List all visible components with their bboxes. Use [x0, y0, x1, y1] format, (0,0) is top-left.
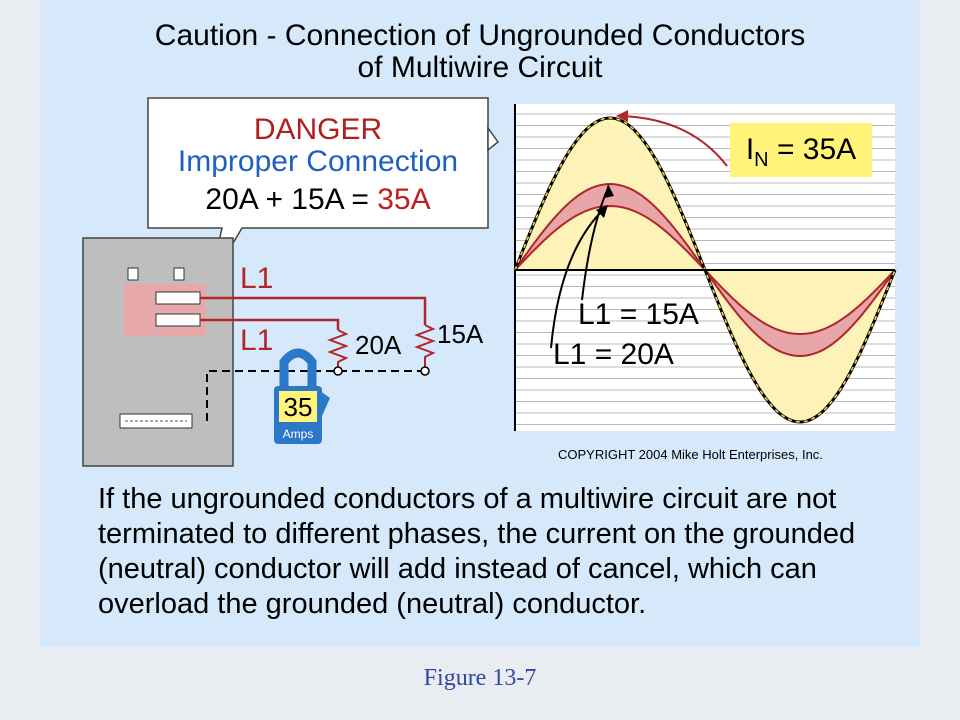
clamp-display [279, 391, 317, 422]
l1-top-wire [200, 296, 427, 325]
panelboard-enclosure [82, 237, 234, 467]
load-15a-resistor [414, 324, 436, 370]
l1-15-arrow-head [604, 184, 614, 198]
wave-label-l1-20a: L1 = 20A [553, 338, 674, 371]
callout-pointer [487, 125, 500, 152]
neutral-symbol: I [745, 133, 755, 166]
load-20a-resistor [327, 329, 349, 370]
figure-caption: Figure 13-7 [423, 665, 537, 691]
load-20a-label: 20A [355, 330, 402, 360]
neutral-arrow-head [616, 110, 628, 122]
title-line-1: Caution - Connection of Ungrounded Condu… [154, 19, 806, 52]
callout-improper-connection: Improper Connection [177, 145, 459, 178]
clamp-value: 35 [284, 392, 313, 422]
callout-current-sum: 20A + 15A = 35A [148, 183, 488, 217]
neutral-arrow [619, 115, 728, 167]
neutral-current-label: IN = 35A [730, 123, 872, 177]
neutral-node-15a [420, 366, 430, 376]
lug-right [173, 267, 185, 281]
l1-bottom-wire [200, 318, 340, 330]
l1-20-arrow-head [596, 205, 608, 218]
l1-20-arrow [550, 206, 607, 349]
neutral-wire [206, 370, 425, 421]
callout-sum-prefix: 20A + 15A = [205, 183, 378, 216]
neutral-subscript: N [754, 149, 769, 171]
load-15a-label: 15A [437, 319, 484, 349]
copyright-notice: COPYRIGHT 2004 Mike Holt Enterprises, In… [558, 447, 823, 462]
l1-bottom-label: L1 [240, 324, 273, 357]
neutral-value: = 35A [768, 133, 857, 166]
breaker-bottom [155, 313, 201, 327]
explanation-paragraph: If the ungrounded conductors of a multiw… [98, 483, 856, 620]
neutral-node-20a [333, 366, 343, 376]
wave-label-l1-15a: L1 = 15A [578, 298, 699, 331]
l1-top-label: L1 [240, 262, 273, 295]
lug-left [127, 267, 139, 281]
callout-danger-heading: DANGER [253, 113, 383, 146]
clamp-jaw [279, 348, 317, 386]
clamp-unit: Amps [283, 427, 314, 441]
breaker-top [155, 291, 201, 305]
callout-sum-result: 35A [377, 183, 431, 216]
title-line-2: of Multiwire Circuit [357, 51, 603, 84]
